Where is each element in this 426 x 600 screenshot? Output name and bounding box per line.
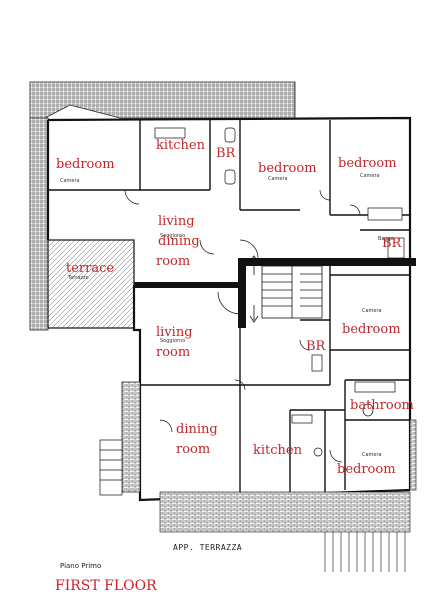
room-label-living: living — [158, 214, 195, 229]
room-label-bedroom: bedroom — [56, 157, 115, 172]
room-label-br: BR — [216, 146, 236, 161]
room-label-br: BR — [382, 236, 402, 251]
room-label-bedroom: bedroom — [338, 156, 397, 171]
plan-note-terrazzo: Terrazzo — [68, 275, 89, 281]
terrace-area — [47, 239, 135, 329]
thick-walls — [134, 258, 416, 328]
room-label-bedroom: bedroom — [258, 161, 317, 176]
exterior-steps — [99, 381, 141, 496]
plan-note-camera: Camera — [60, 178, 80, 184]
page-title: FIRST FLOOR — [55, 578, 157, 594]
room-label-dining: dining — [158, 234, 200, 249]
plan-note-camera: Camera — [360, 173, 380, 179]
south-balcony — [159, 491, 411, 533]
south-railing — [324, 532, 406, 572]
plan-note-camera: Camera — [362, 308, 382, 314]
roof-hatch-left — [29, 117, 49, 331]
room-label-room: room — [156, 345, 191, 360]
plan-note-bagno: Bagno — [378, 236, 394, 242]
plan-note-soggiorno: Soggiorno — [160, 233, 186, 239]
staircase — [249, 255, 323, 323]
plan-note-soggiorno: Soggiorno — [160, 338, 186, 344]
room-label-living: living — [156, 325, 193, 340]
room-label-br: BR — [306, 339, 326, 354]
roof-hatch-top — [29, 81, 296, 119]
room-label-kitchen: kitchen — [156, 138, 205, 153]
east-railing — [409, 419, 417, 491]
apartment-stamp: APP. TERRAZZA — [173, 543, 243, 552]
room-label-bedroom: bedroom — [337, 462, 396, 477]
room-label-kitchen: kitchen — [253, 443, 302, 458]
room-label-room: room — [176, 442, 211, 457]
room-label-bedroom: bedroom — [342, 322, 401, 337]
room-label-room: room — [156, 254, 191, 269]
plan-note-camera: Camera — [362, 452, 382, 458]
floor-caption: Piano Primo — [60, 562, 102, 570]
room-label-bathroom: bathroom — [350, 398, 414, 413]
door-swings — [124, 189, 361, 463]
plan-note-camera: Camera — [268, 176, 288, 182]
room-label-dining: dining — [176, 422, 218, 437]
room-label-terrace: terrace — [66, 261, 115, 276]
fixtures — [154, 127, 405, 457]
